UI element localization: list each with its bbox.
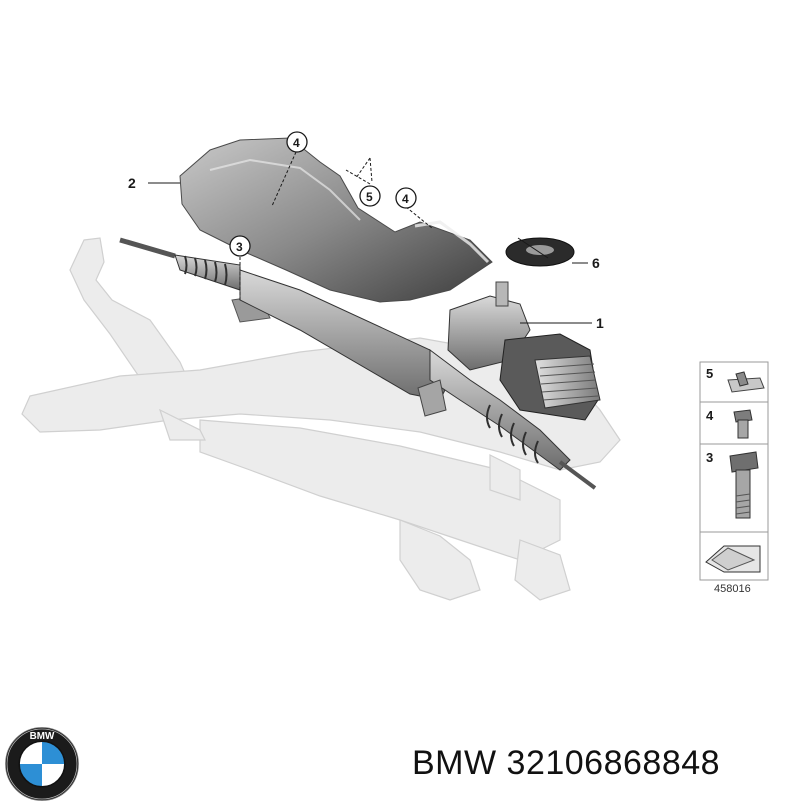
fastener-legend: 5 4 3: [699, 361, 769, 581]
leader-lines: [148, 151, 592, 324]
short-bolt-icon: [733, 409, 753, 439]
clip-nut-icon: [727, 371, 765, 393]
steering-rack: [119, 237, 601, 490]
brand-name: BMW: [412, 744, 497, 782]
bmw-logo-icon: BMW: [5, 727, 79, 801]
part-number: 32106868848: [506, 744, 721, 782]
callout-4-right: 4: [402, 192, 409, 206]
callout-6: 6: [592, 255, 600, 271]
callout-4-upper: 4: [293, 136, 300, 150]
mount-ring: [505, 237, 575, 267]
callout-1: 1: [596, 315, 604, 331]
product-caption: BMW 32106868848: [412, 738, 792, 788]
callout-5: 5: [366, 190, 373, 204]
callout-circles: [229, 131, 417, 257]
legend-item-3: 3: [706, 450, 713, 465]
arrow-sign-icon: [705, 545, 761, 573]
callout-3: 3: [236, 240, 243, 254]
diagram-number: 458016: [714, 583, 751, 595]
subframe-ghost: [21, 237, 621, 601]
logo-lettering: BMW: [30, 731, 55, 742]
legend-item-4: 4: [706, 408, 714, 423]
legend-item-5: 5: [706, 366, 713, 381]
long-bolt-icon: [729, 451, 759, 519]
callout-2: 2: [128, 175, 136, 191]
